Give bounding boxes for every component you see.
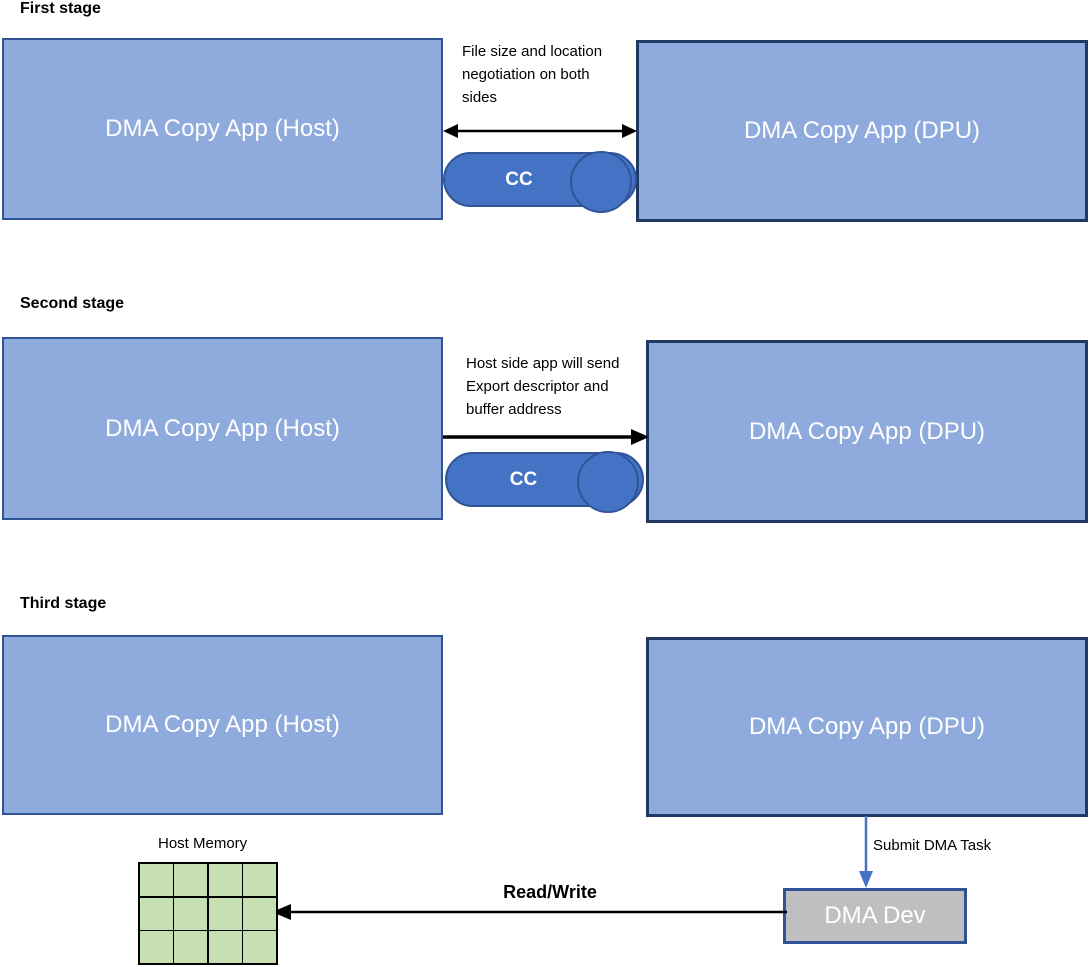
host-memory-label: Host Memory	[158, 835, 248, 852]
left-arrow-icon	[272, 904, 787, 920]
stage3-host-box: DMA Copy App (Host)	[2, 635, 443, 815]
memory-cell	[208, 897, 242, 930]
stage2-host-label: DMA Copy App (Host)	[105, 414, 340, 442]
memory-cell	[174, 864, 208, 896]
stage2-cc-label: CC	[509, 468, 538, 490]
memory-cell	[243, 931, 276, 963]
dma-dev-label: DMA Dev	[824, 902, 926, 929]
host-memory-grid	[138, 862, 278, 965]
memory-cell	[208, 931, 242, 963]
stage2-host-box: DMA Copy App (Host)	[2, 337, 443, 520]
memory-cell	[174, 931, 208, 963]
stage2-dpu-box: DMA Copy App (DPU)	[646, 340, 1088, 523]
stage1-title: First stage	[20, 0, 101, 17]
stage1-dpu-box: DMA Copy App (DPU)	[636, 40, 1088, 222]
read-write-label: Read/Write	[503, 882, 597, 902]
cylinder-cap-icon	[570, 150, 632, 213]
submit-dma-task-label: Submit DMA Task	[873, 837, 992, 854]
memory-cell	[140, 897, 173, 930]
right-arrow-icon	[443, 429, 649, 445]
memory-cell	[243, 864, 276, 896]
stage2-title: Second stage	[20, 295, 125, 312]
dma-dev-box: DMA Dev	[783, 888, 967, 944]
memory-cell	[174, 897, 208, 930]
stage1-cc-channel: CC	[443, 150, 637, 213]
stage1-dpu-label: DMA Copy App (DPU)	[743, 117, 981, 144]
stage3-dpu-label: DMA Copy App (DPU)	[748, 713, 986, 740]
stage1-host-label: DMA Copy App (Host)	[105, 115, 340, 142]
memory-cell	[208, 864, 242, 896]
stage2-dpu-label: DMA Copy App (DPU)	[748, 417, 986, 445]
memory-cell	[243, 897, 276, 930]
stage2-note: Host side app will send Export descripto…	[466, 355, 620, 418]
double-arrow-icon	[443, 124, 637, 138]
stage1-cc-label: CC	[505, 168, 533, 190]
cylinder-cap-icon	[577, 450, 639, 513]
stage1-note: File size and location negotiation on bo…	[462, 43, 603, 106]
stage1-host-box: DMA Copy App (Host)	[2, 38, 443, 220]
stage3-dpu-box: DMA Copy App (DPU)	[646, 637, 1088, 817]
memory-cell	[140, 864, 173, 896]
down-arrow-icon	[859, 816, 873, 888]
memory-cell	[140, 931, 173, 963]
stage3-host-label: DMA Copy App (Host)	[105, 711, 340, 738]
stage3-title: Third stage	[20, 595, 107, 612]
stage2-cc-channel: CC	[445, 450, 644, 513]
